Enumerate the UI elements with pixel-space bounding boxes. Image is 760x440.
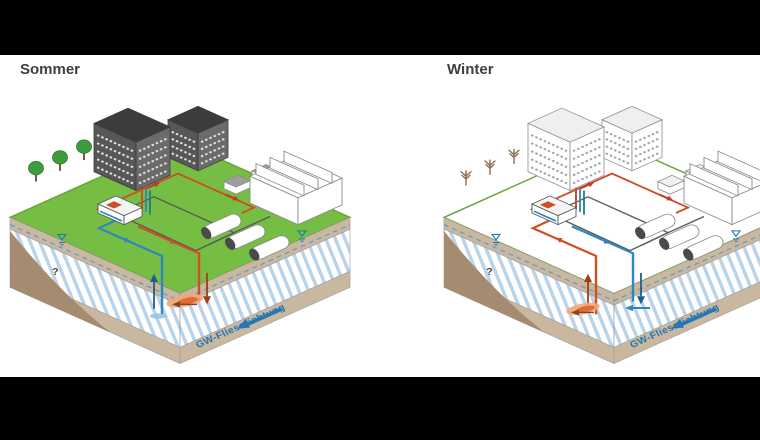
bedrock-wedge xyxy=(10,230,110,333)
flow-arrow xyxy=(162,236,177,244)
building-windows xyxy=(530,134,602,185)
factory xyxy=(682,150,760,226)
soil-band-right xyxy=(613,227,760,306)
tree xyxy=(76,139,92,161)
greenhouse xyxy=(659,224,700,250)
winter-diagram: ? xyxy=(442,105,760,364)
cold-injection-flow xyxy=(625,304,650,312)
bare-tree xyxy=(460,170,472,186)
flow-arrow xyxy=(580,182,595,190)
warm-plume xyxy=(166,294,204,308)
heat-pump xyxy=(96,195,144,226)
building-windows xyxy=(96,134,168,185)
extraction-arrow xyxy=(150,273,158,309)
heat-pump-cold-line xyxy=(533,210,557,222)
warm-pipe-branch xyxy=(207,186,257,214)
winter-title: Winter xyxy=(447,61,494,78)
aquifer-right xyxy=(613,239,760,348)
flow-arrow xyxy=(596,236,611,244)
injection-arrow xyxy=(637,273,645,305)
injection-well-pipe xyxy=(571,225,635,302)
flow-arrow xyxy=(225,193,240,201)
office-building xyxy=(527,105,663,192)
heat-pump-cold-line xyxy=(99,210,123,222)
water-table-line-right xyxy=(179,224,351,302)
greenhouse xyxy=(249,235,290,261)
summer-diagram: ? xyxy=(8,105,352,364)
tree xyxy=(28,161,44,182)
flow-arrow xyxy=(121,238,136,245)
uncertainty-question-mark: ? xyxy=(52,267,59,277)
letterbox-bottom xyxy=(0,377,760,440)
greenhouse xyxy=(201,213,242,240)
flow-arrow xyxy=(659,193,674,201)
tree xyxy=(52,150,68,171)
water-table-icon xyxy=(730,230,742,242)
bedrock-wedge xyxy=(444,230,544,333)
water-table-icon xyxy=(56,233,68,246)
greenhouse xyxy=(635,213,676,240)
warm-plume xyxy=(566,302,600,316)
water-table-line-right xyxy=(613,234,760,302)
bare-tree xyxy=(484,159,496,176)
factory xyxy=(248,150,344,226)
heat-pump xyxy=(530,195,578,226)
uncertainty-question-mark: ? xyxy=(486,267,493,277)
water-table-line-left xyxy=(443,224,615,302)
water-table-icon xyxy=(296,230,308,242)
injection-well-pipe xyxy=(137,225,201,302)
injection-arrow xyxy=(203,273,211,305)
illustration-area: Sommer Winter ? xyxy=(0,55,760,377)
network-branch-greenhouse xyxy=(207,232,235,246)
water-table-icon xyxy=(490,233,502,246)
water-table-line-left xyxy=(9,224,181,302)
network-branch-factory xyxy=(667,215,705,234)
greenhouse xyxy=(225,224,266,250)
bare-tree xyxy=(508,148,520,165)
network-branch-factory xyxy=(233,215,271,234)
cold-water-smudge xyxy=(150,313,166,319)
letterbox-top xyxy=(0,0,760,55)
summer-title: Sommer xyxy=(20,61,81,78)
greenhouse xyxy=(683,235,724,261)
office-building xyxy=(93,105,229,192)
network-branch-greenhouse xyxy=(641,232,669,246)
flow-arrow xyxy=(555,238,570,245)
warm-pipe-branch xyxy=(641,186,691,214)
flow-arrow xyxy=(146,182,161,190)
